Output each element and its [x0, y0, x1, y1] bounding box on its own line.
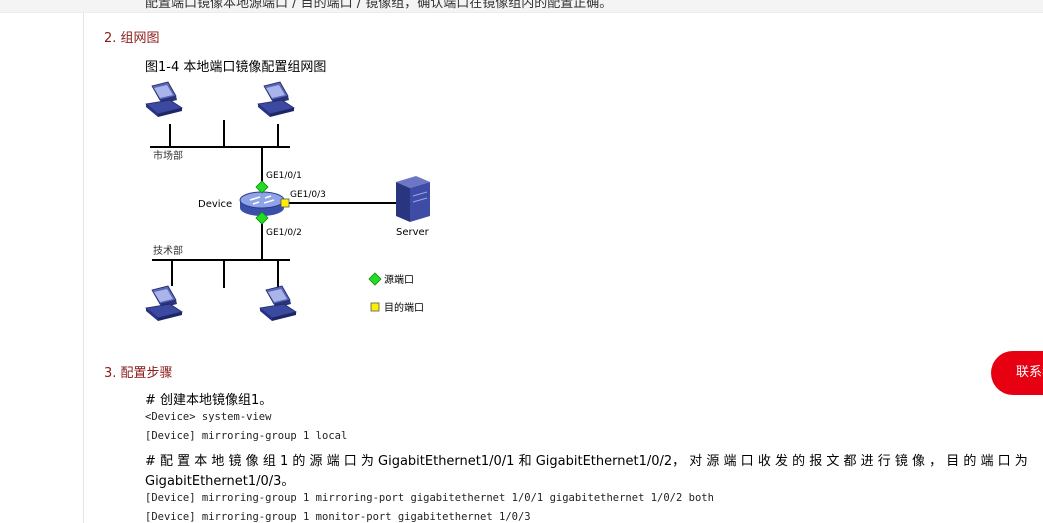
section-heading-config-steps: 3. 配置步骤 [104, 366, 173, 381]
pc-market-right-icon [257, 81, 295, 118]
step1-text: # 创建本地镜像组1。 [145, 393, 273, 408]
legend-dest-marker [370, 302, 380, 312]
label-server: Server [396, 227, 430, 238]
step2-text-line1: # 配 置 本 地 镜 像 组 1 的 源 端 口 为 GigabitEther… [145, 454, 1028, 469]
figure-caption: 图1-4 本地端口镜像配置组网图 [145, 60, 327, 75]
code-line-mirroring-group-local: [Device] mirroring-group 1 local [145, 430, 348, 442]
port-ge2-source-marker [255, 211, 269, 225]
label-market-dept: 市场部 [153, 149, 183, 162]
network-diagram: 市场部 Device GE1/0/1 GE1/0/3 GE1/0/2 Serve… [145, 81, 430, 322]
legend-source-label: 源端口 [384, 273, 414, 286]
step2-text-line2: GigabitEthernet1/0/3。 [145, 474, 295, 489]
code-line-monitor-port: [Device] mirroring-group 1 monitor-port … [145, 511, 531, 523]
legend-dest-label: 目的端口 [384, 301, 424, 314]
server-icon [396, 176, 430, 222]
content-left-rule [83, 0, 84, 523]
label-tech-dept: 技术部 [153, 244, 183, 257]
legend-source-marker [368, 272, 382, 286]
port-ge3-dest-marker [280, 198, 290, 208]
section-heading-networking: 2. 组网图 [104, 31, 160, 46]
pc-market-left-icon [145, 81, 183, 118]
cut-off-text: 配置端口镜像本地源端口 / 目的端口 / 镜像组，确认端口在镜像组内的配置正确。 [145, 0, 613, 11]
contact-us-button[interactable]: 联系我们 [991, 351, 1043, 395]
code-line-system-view: <Device> system-view [145, 411, 272, 423]
port-ge1-source-marker [255, 180, 269, 194]
label-port-ge1: GE1/0/1 [266, 171, 302, 181]
pc-tech-right-icon [259, 285, 297, 322]
pc-tech-left-icon [145, 285, 183, 322]
code-line-mirroring-port: [Device] mirroring-group 1 mirroring-por… [145, 492, 714, 504]
label-port-ge2: GE1/0/2 [266, 228, 302, 238]
label-device: Device [198, 199, 232, 210]
label-port-ge3: GE1/0/3 [290, 190, 326, 200]
top-cut-off-area: 配置端口镜像本地源端口 / 目的端口 / 镜像组，确认端口在镜像组内的配置正确。 [0, 0, 1043, 13]
